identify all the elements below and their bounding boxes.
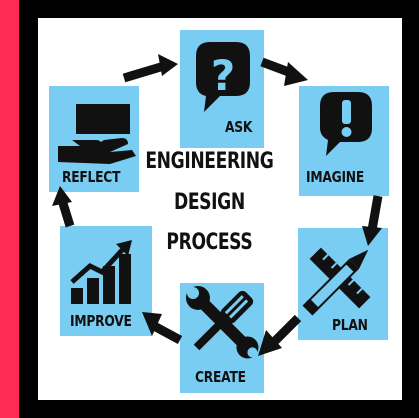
arrow-imagine-to-plan (362, 195, 383, 246)
ruler-pencil-icon (302, 247, 371, 316)
step-label-create: CREATE (195, 368, 246, 386)
step-label-reflect: REFLECT (62, 168, 121, 186)
svg-text:?: ? (211, 51, 235, 100)
cycle-arrows (52, 54, 383, 356)
hand-holding-paper-icon (58, 104, 136, 164)
speech-bubble-exclamation-icon (320, 92, 372, 156)
speech-bubble-question-icon: ? (196, 42, 250, 112)
title-line-2: DESIGN (173, 190, 245, 215)
arrow-plan-to-create (258, 314, 302, 356)
arrow-create-to-improve (142, 312, 183, 344)
accent-bar (0, 0, 19, 418)
title-line-1: ENGINEERING (145, 149, 274, 174)
arrow-ask-to-imagine (260, 57, 308, 86)
arrow-improve-to-reflect (52, 186, 75, 228)
wrench-screwdriver-icon (185, 285, 259, 359)
bar-chart-growth-icon (70, 240, 132, 304)
step-label-improve: IMPROVE (70, 312, 132, 330)
step-label-plan: PLAN (332, 316, 368, 334)
arrow-reflect-to-ask (122, 54, 178, 83)
step-label-ask: ASK (225, 118, 253, 136)
step-label-imagine: IMAGINE (306, 168, 364, 186)
title-line-3: PROCESS (166, 230, 253, 255)
